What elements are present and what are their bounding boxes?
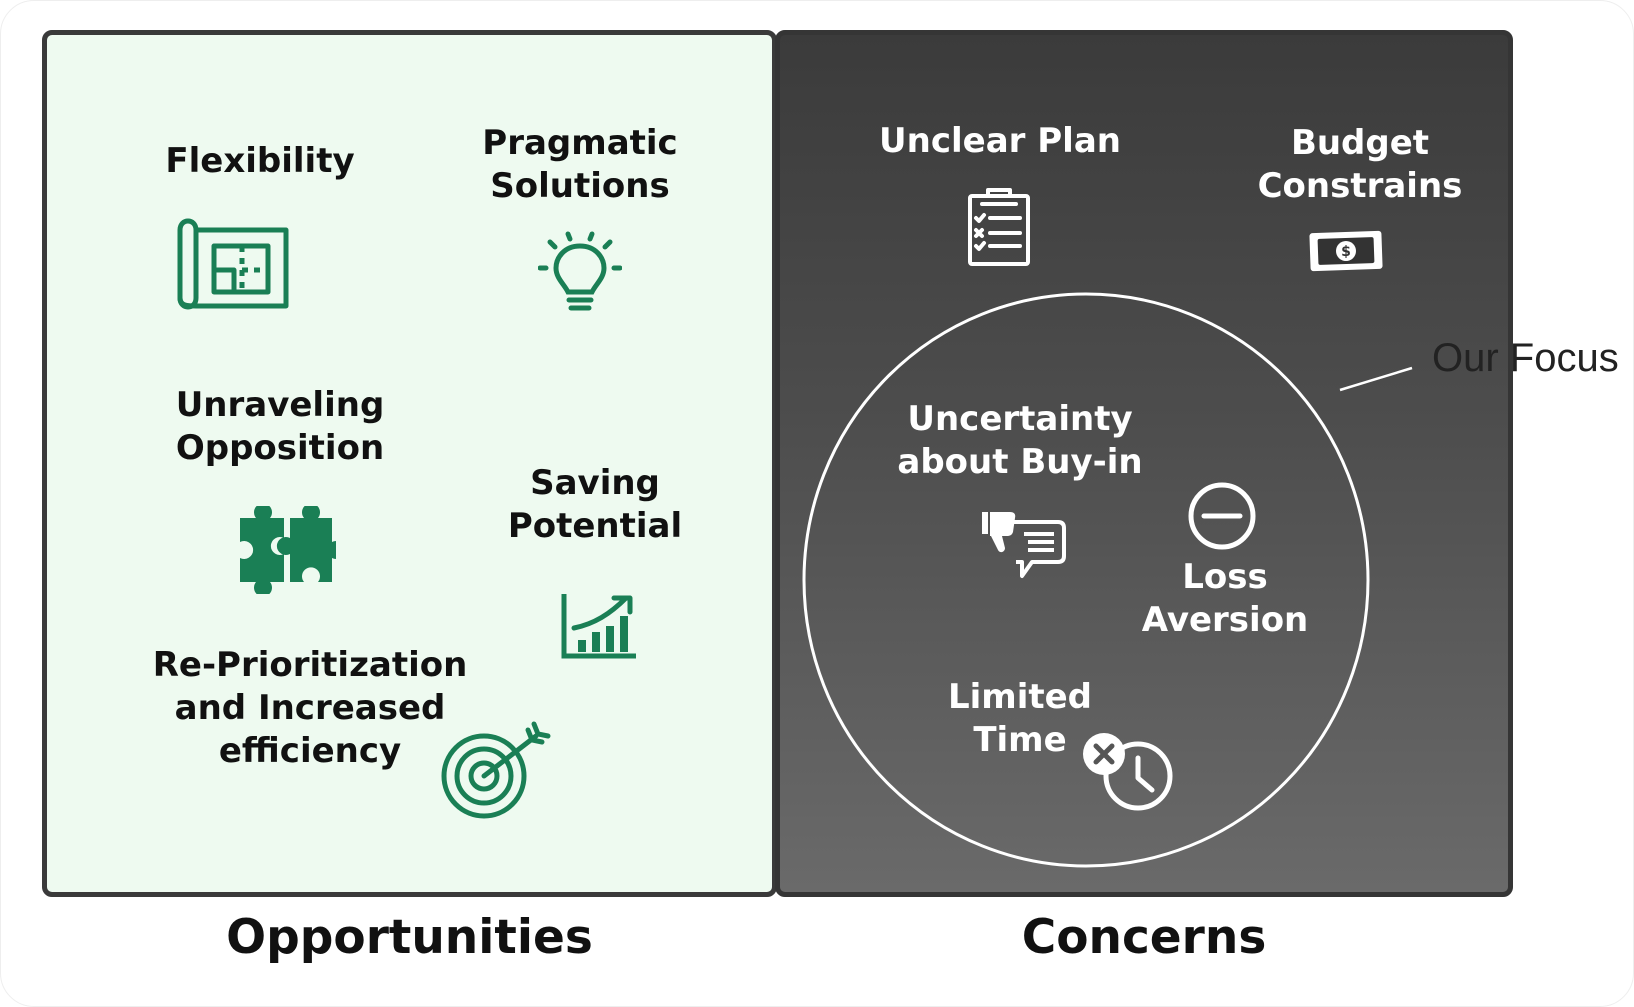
flexibility-label: Flexibility [165, 141, 355, 181]
concerns-panel [775, 30, 1513, 897]
pragmatic-solutions-label: Pragmatic Solutions [482, 123, 678, 206]
re-prioritization-label: Re-Prioritization and Increased efficien… [152, 645, 468, 771]
loss-aversion-label: Loss Aversion [1141, 557, 1309, 640]
blueprint-icon [177, 218, 289, 310]
opportunities-title: Opportunities [226, 910, 593, 965]
money-bill-icon: $ [1309, 230, 1383, 272]
clock-cancel-icon [1083, 733, 1173, 811]
target-icon [441, 721, 551, 819]
opportunities-panel [42, 30, 777, 897]
puzzle-icon [240, 506, 336, 594]
unclear-plan-label: Unclear Plan [879, 121, 1121, 161]
clipboard-checklist-icon [968, 188, 1030, 266]
growth-chart-icon [561, 594, 636, 659]
concerns-title: Concerns [1021, 910, 1267, 965]
focus-pointer-line [1339, 366, 1413, 392]
uncertainty-buy-in-label: Uncertainty about Buy-in [897, 399, 1143, 482]
thumbs-down-feedback-icon [982, 512, 1066, 578]
focus-circle [802, 292, 1370, 868]
lightbulb-icon [538, 231, 622, 311]
budget-constrains-label: Budget Constrains [1257, 123, 1463, 206]
svg-text:$: $ [1341, 244, 1351, 260]
saving-potential-label: Saving Potential [507, 463, 683, 546]
our-focus-label: Our Focus [1432, 336, 1619, 380]
minus-circle-icon [1188, 482, 1256, 550]
limited-time-label: Limited Time [947, 677, 1093, 760]
unraveling-opposition-label: Unraveling Opposition [175, 385, 385, 468]
